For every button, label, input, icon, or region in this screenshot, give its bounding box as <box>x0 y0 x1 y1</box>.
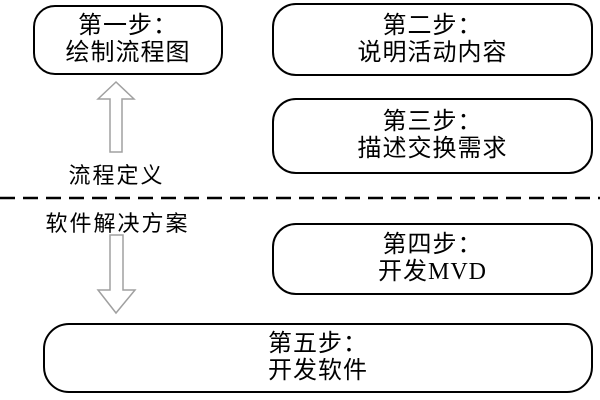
step4-box: 第四步： 开发MVD <box>272 223 593 295</box>
step2-description: 说明活动内容 <box>357 39 508 66</box>
step3-title: 第三步： <box>382 109 483 135</box>
step1-title: 第一步： <box>78 13 178 39</box>
step5-title: 第五步： <box>268 331 368 357</box>
step4-description: 开发MVD <box>377 259 487 285</box>
step1-description: 绘制流程图 <box>65 40 191 66</box>
upper-zone-label: 流程定义 <box>68 163 165 188</box>
step5-box: 第五步： 开发软件 <box>43 323 593 393</box>
step4-title: 第四步： <box>382 232 483 258</box>
step3-box: 第三步： 描述交换需求 <box>272 98 593 174</box>
up-arrow-icon <box>96 80 136 153</box>
step2-box: 第二步： 说明活动内容 <box>272 3 593 76</box>
lower-zone-label: 软件解决方案 <box>45 211 190 236</box>
step1-box: 第一步： 绘制流程图 <box>33 5 223 75</box>
step3-description: 描述交换需求 <box>357 136 508 162</box>
step2-title: 第二步： <box>382 12 483 39</box>
down-arrow-icon <box>96 234 137 315</box>
step5-description: 开发软件 <box>268 358 368 384</box>
